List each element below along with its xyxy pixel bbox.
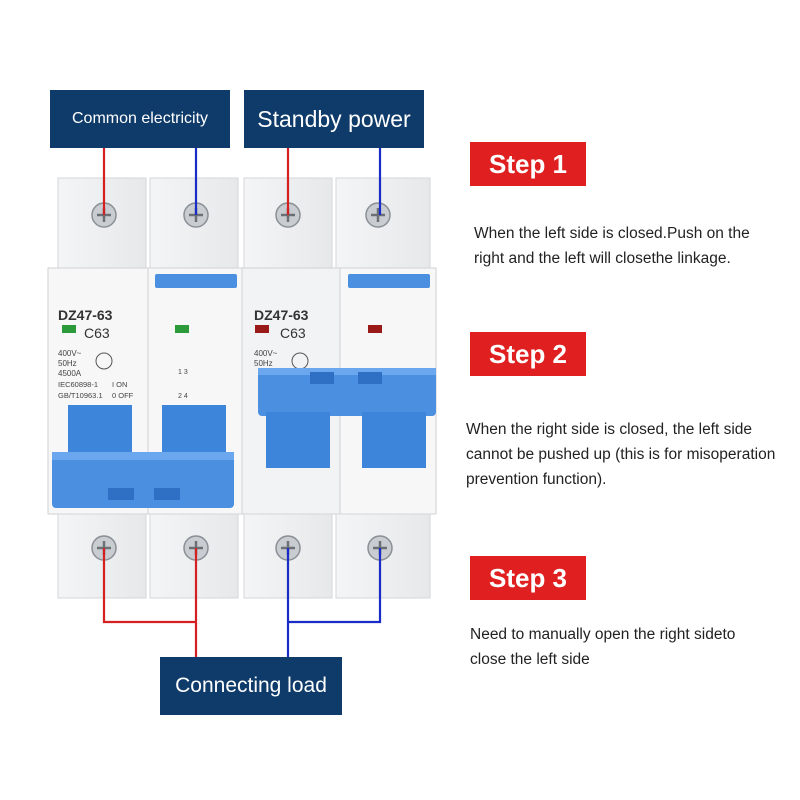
red-indicator <box>368 325 382 333</box>
step-2-badge: Step 2 <box>470 332 586 376</box>
green-indicator <box>175 325 189 333</box>
standby-power-label: Standby power <box>244 90 424 148</box>
on-label: I ON <box>112 380 127 389</box>
step-2-description: When the right side is closed, the left … <box>466 421 776 488</box>
standard-label: IEC60898-1 <box>58 380 98 389</box>
off-label: 0 OFF <box>112 391 134 400</box>
spec-capacity: 4500A <box>58 369 82 378</box>
left-breaker-lever[interactable] <box>52 405 234 508</box>
green-indicator <box>62 325 76 333</box>
step-3-badge: Step 3 <box>470 556 586 600</box>
terminal-mark: 2 4 <box>178 393 188 400</box>
right-breaker-lever[interactable] <box>258 368 436 468</box>
connecting-load-label: Connecting load <box>160 657 342 715</box>
rating-label: C63 <box>280 325 306 341</box>
spec-frequency: 50Hz <box>254 359 273 368</box>
spec-frequency: 50Hz <box>58 359 77 368</box>
step-1-badge: Step 1 <box>470 142 586 186</box>
standard-label: GB/T10963.1 <box>58 391 103 400</box>
model-label: DZ47-63 <box>58 307 113 323</box>
red-indicator <box>255 325 269 333</box>
breaker-illustration: DZ47-63 C63 400V~ 50Hz 4500A IEC60898-1 … <box>47 148 437 657</box>
rating-label: C63 <box>84 325 110 341</box>
step-1-description: When the left side is closed.Push on the… <box>474 225 750 267</box>
bottom-terminal-block <box>57 513 431 599</box>
output-wires <box>102 548 382 657</box>
model-label: DZ47-63 <box>254 307 309 323</box>
terminal-mark: 1 3 <box>178 369 188 376</box>
step-3-description: Need to manually open the right sideto c… <box>470 626 736 668</box>
input-wires <box>102 148 382 215</box>
spec-voltage: 400V~ <box>58 349 82 358</box>
spec-voltage: 400V~ <box>254 349 278 358</box>
common-electricity-label: Common electricity <box>50 90 230 148</box>
